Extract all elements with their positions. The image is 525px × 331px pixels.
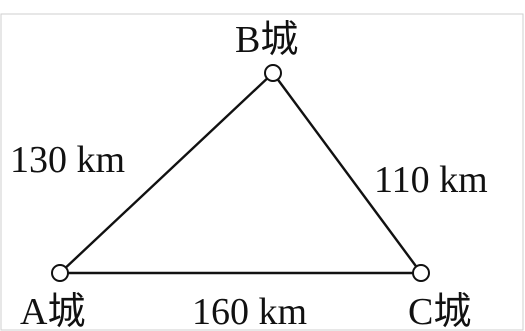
edge-a-b-label: 130 km [10,139,125,181]
node-b [264,64,282,82]
diagram-frame [0,13,524,331]
edge-a-c-label: 160 km [192,291,307,331]
node-a-label: A城 [20,291,85,331]
node-c-label: C城 [408,291,471,331]
edge-a-b [58,71,275,275]
edge-b-c-label: 110 km [374,159,488,201]
edge-b-c [271,71,423,275]
node-b-label: B城 [235,19,298,61]
node-a [51,264,69,282]
node-c [412,264,430,282]
